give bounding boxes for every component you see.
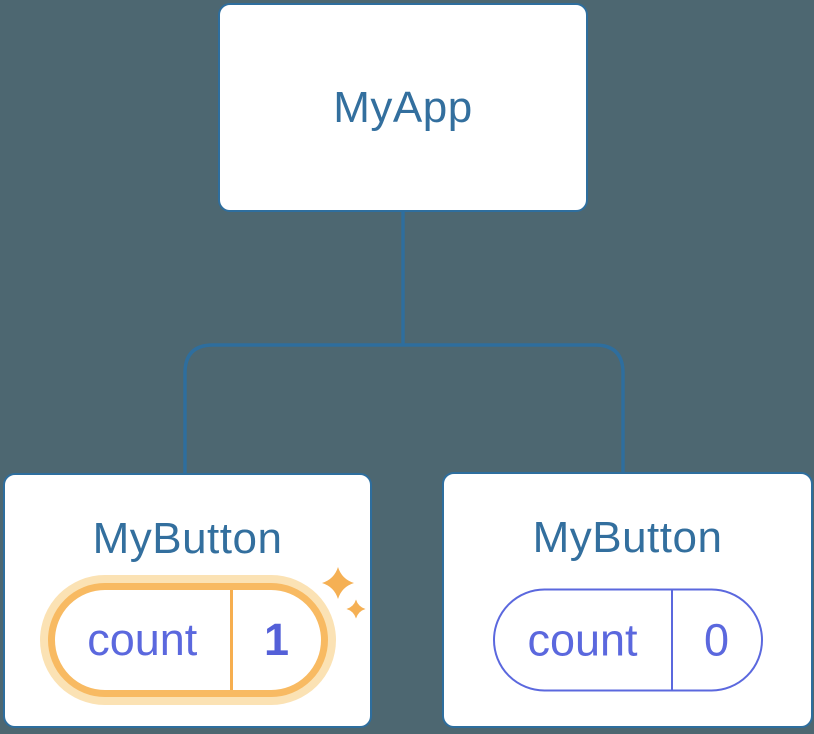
state-name: count bbox=[527, 614, 638, 665]
state-value: 1 bbox=[263, 614, 290, 665]
node-label: MyButton bbox=[92, 514, 283, 563]
node-label: MyApp bbox=[333, 82, 473, 132]
state-pill: count 0 bbox=[492, 588, 763, 692]
tree-node-mybutton-idle: MyButton count 0 bbox=[442, 472, 813, 728]
state-pill-highlighted: count 1 bbox=[47, 583, 328, 697]
state-value: 0 bbox=[703, 614, 730, 665]
tree-node-mybutton-clicked: MyButton count 1 bbox=[3, 473, 372, 728]
tree-node-myapp: MyApp bbox=[218, 3, 588, 212]
state-name: count bbox=[87, 614, 198, 665]
node-label: MyButton bbox=[532, 513, 723, 562]
pill-divider bbox=[230, 590, 233, 690]
connector-branch bbox=[183, 343, 625, 474]
pill-divider bbox=[670, 590, 673, 690]
